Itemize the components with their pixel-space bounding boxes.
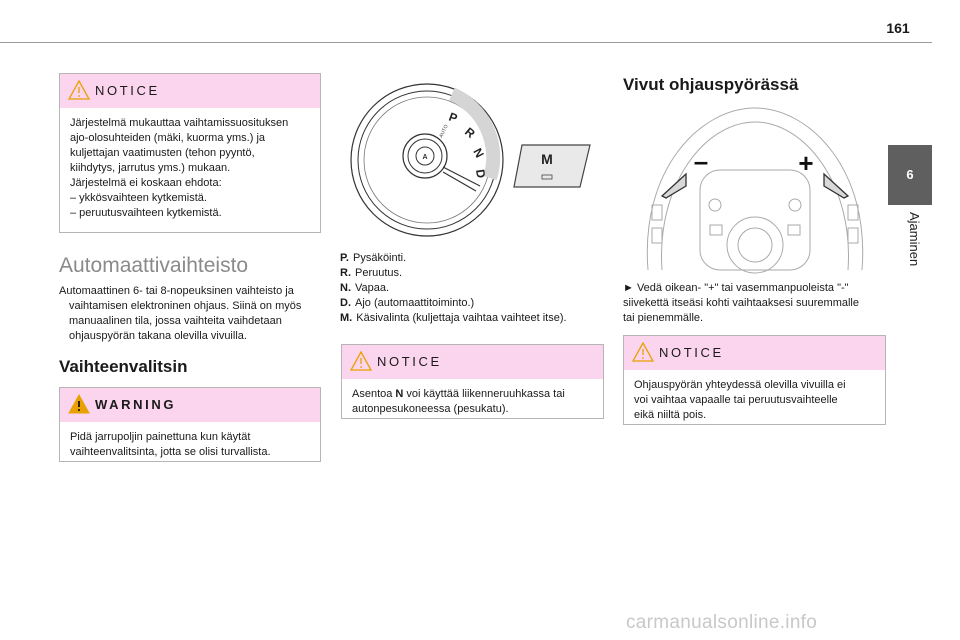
paddle-plus-label: + xyxy=(798,148,813,178)
notice-body: Asentoa N voi käyttää liikenneruuhkassa … xyxy=(342,379,603,425)
notice-body: Järjestelmä mukauttaa vaihtamissuosituks… xyxy=(60,108,320,229)
notice-line: Ohjauspyörän yhteydessä olevilla vivuill… xyxy=(634,379,846,391)
warning-triangle-icon xyxy=(68,394,90,414)
warning-line: vaihteenvalitsinta, jotta se olisi turva… xyxy=(70,446,271,458)
list-item: N.Vapaa. xyxy=(340,282,390,294)
notice-header: NOTICE xyxy=(624,336,885,370)
auto-badge-icon: A xyxy=(415,146,435,166)
warning-header: WARNING xyxy=(60,388,320,422)
notice-header: NOTICE xyxy=(60,74,320,108)
warning-box: WARNING Pidä jarrupoljin painettuna kun … xyxy=(59,387,321,462)
notice-box-2: NOTICE Asentoa N voi käyttää liikenneruu… xyxy=(341,344,604,419)
paddle-right-plus xyxy=(823,172,850,199)
dial-letter-p: P xyxy=(447,110,459,126)
para-line: tai pienemmälle. xyxy=(623,312,704,324)
notice-box-3: NOTICE Ohjauspyörän yhteydessä olevilla … xyxy=(623,335,886,425)
auto-paragraph: Automaattinen 6- tai 8-nopeuksinen vaiht… xyxy=(59,284,324,344)
manual-mode-button xyxy=(513,144,591,188)
dial-letter-r: R xyxy=(462,125,478,142)
notice-line: – peruutusvaihteen kytkemistä. xyxy=(70,207,222,219)
para-line: manuaalinen tila, jossa vaihteita vaihde… xyxy=(69,315,282,327)
paddle-left-minus xyxy=(660,172,687,199)
notice-line: Järjestelmä ei koskaan ehdota: xyxy=(70,177,222,189)
section-heading-automatic: Automaattivaihteisto xyxy=(59,254,249,277)
gear-position-list: P.Pysäköinti. R.Peruutus. N.Vapaa. D.Ajo… xyxy=(340,251,600,326)
notice-line: eikä niiltä pois. xyxy=(634,409,707,421)
notice-line: Asentoa N voi käyttää liikenneruuhkassa … xyxy=(352,388,565,400)
warning-body: Pidä jarrupoljin painettuna kun käytät v… xyxy=(60,422,320,468)
notice-title: NOTICE xyxy=(377,354,442,369)
svg-text:A: A xyxy=(422,154,427,161)
notice-line: ajo-olosuhteiden (mäki, kuorma yms.) ja xyxy=(70,132,266,144)
dial-letter-n: N xyxy=(470,146,486,160)
warning-line: Pidä jarrupoljin painettuna kun käytät xyxy=(70,431,251,443)
chapter-tab[interactable]: 6 xyxy=(888,145,932,205)
para-line: ohjauspyörän takana olevilla vivuilla. xyxy=(69,330,247,342)
steering-wheel-illustration: – + xyxy=(646,107,864,274)
page-number: 161 xyxy=(886,20,910,36)
notice-body: Ohjauspyörän yhteydessä olevilla vivuill… xyxy=(624,370,885,431)
notice-line: voi vaihtaa vapaalle tai peruutusvaihtee… xyxy=(634,394,838,406)
list-item: R.Peruutus. xyxy=(340,267,403,279)
notice-line: autonpesukoneessa (pesukatu). xyxy=(352,403,509,415)
auto-badge-text: AUTO xyxy=(438,124,449,139)
gear-selector-illustration: A AUTO P R N D M xyxy=(350,83,591,237)
para-line: ► Vedä oikean- "+" tai vasemmanpuoleista… xyxy=(623,282,849,294)
notice-box-1: NOTICE Järjestelmä mukauttaa vaihtamissu… xyxy=(59,73,321,233)
list-item: M.Käsivalinta (kuljettaja vaihtaa vaihte… xyxy=(340,312,567,324)
notice-title: NOTICE xyxy=(659,345,724,360)
para-line: vaihtamisen elektroninen ohjaus. Siinä o… xyxy=(69,300,302,312)
watermark: carmanualsonline.info xyxy=(626,612,818,633)
list-item: D.Ajo (automaattitoiminto.) xyxy=(340,297,475,309)
warning-triangle-icon xyxy=(350,351,372,371)
para-line: siivekettä itseäsi kohti vaihtaaksesi su… xyxy=(623,297,859,309)
notice-line: – ykkösvaihteen kytkemistä. xyxy=(70,192,207,204)
chapter-title: Ajaminen xyxy=(907,212,922,267)
notice-header: NOTICE xyxy=(342,345,603,379)
warning-triangle-icon xyxy=(632,342,654,362)
header-rule xyxy=(0,42,932,43)
notice-title: NOTICE xyxy=(95,83,160,98)
warning-title: WARNING xyxy=(95,397,177,412)
paddle-instruction: ► Vedä oikean- "+" tai vasemmanpuoleista… xyxy=(623,281,885,326)
notice-line: Järjestelmä mukauttaa vaihtamissuosituks… xyxy=(70,117,289,129)
notice-line: kuljettajan vaatimusten (tehon pyyntö, xyxy=(70,147,255,159)
section-heading-paddles: Vivut ohjauspyörässä xyxy=(623,75,799,94)
paddle-minus-label: – xyxy=(694,146,708,176)
list-item: P.Pysäköinti. xyxy=(340,252,407,264)
notice-line: kiihdytys, jarrutus yms.) mukaan. xyxy=(70,162,231,174)
para-line: Automaattinen 6- tai 8-nopeuksinen vaiht… xyxy=(59,285,294,297)
manual-mode-letter: M xyxy=(541,151,553,167)
warning-triangle-icon xyxy=(68,80,90,100)
section-heading-selector: Vaihteenvalitsin xyxy=(59,357,188,376)
dial-letter-d: D xyxy=(473,168,488,179)
